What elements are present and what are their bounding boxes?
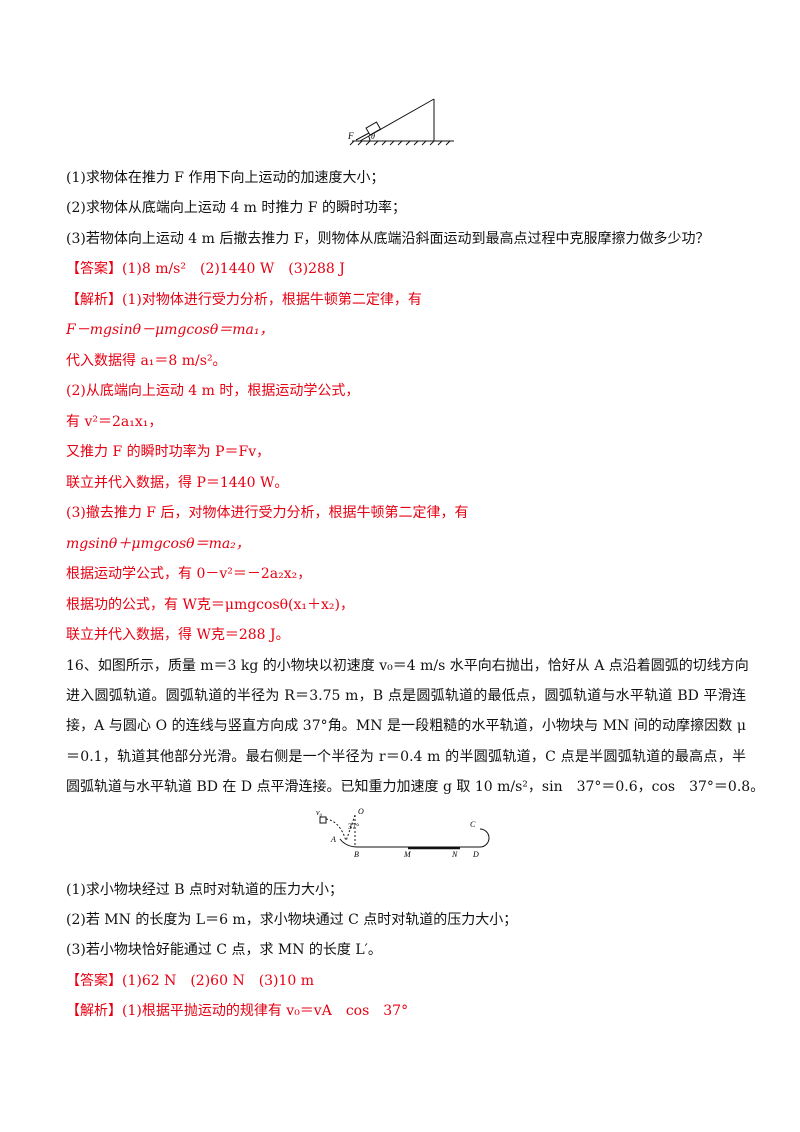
q16-part2: (2)若 MN 的长度为 L＝6 m，求小物块通过 C 点时对轨道的压力大小； bbox=[66, 912, 518, 928]
semicircle-CD bbox=[479, 828, 490, 848]
force-arrow bbox=[355, 132, 370, 141]
q16-stem-line: 16、如图所示，质量 m＝3 kg 的小物块以初速度 v₀＝4 m/s 水平向右… bbox=[66, 658, 749, 674]
label-theta: θ bbox=[371, 132, 375, 141]
q16-stem-line: ＝0.1，轨道其他部分光滑。最右侧是一个半径为 r＝0.4 m 的半圆弧轨道，C… bbox=[66, 749, 746, 765]
q15-analysis-line: 联立并代入数据，得 P＝1440 W。 bbox=[66, 475, 289, 491]
q16-part1: (1)求小物块经过 B 点时对轨道的压力大小； bbox=[66, 882, 344, 898]
q15-analysis-line: 根据运动学公式，有 0－v²＝－2a₂x₂， bbox=[66, 566, 312, 582]
q15-analysis-line: 又推力 F 的瞬时功率为 P＝Fv， bbox=[66, 444, 271, 460]
arc-AB bbox=[339, 838, 359, 848]
q16-stem-line: 圆弧轨道与水平轨道 BD 在 D 点平滑连接。已知重力加速度 g 取 10 m/… bbox=[66, 779, 765, 795]
q15-analysis-line: 根据功的公式，有 W克＝μmgcosθ(x₁＋x₂)， bbox=[66, 597, 354, 613]
q15-part3: (3)若物体向上运动 4 m 后撤去推力 F，则物体从底端沿斜面运动到最高点过程… bbox=[66, 231, 710, 247]
label-F: F bbox=[347, 131, 354, 141]
incline-figure: F θ bbox=[347, 98, 454, 146]
q15-analysis-line: 有 v²＝2a₁x₁， bbox=[66, 414, 163, 430]
label-v0: v₀ bbox=[316, 808, 323, 817]
radius-OA bbox=[345, 814, 356, 842]
hatching bbox=[349, 140, 451, 146]
q15-analysis-line: (3)撤去推力 F 后，对物体进行受力分析，根据牛顿第二定律，有 bbox=[66, 505, 469, 521]
trajectory bbox=[325, 818, 347, 842]
angle-arc bbox=[368, 136, 371, 142]
q15-analysis-line: F－mgsinθ－μmgcosθ＝ma₁， bbox=[66, 322, 274, 338]
label-B: B bbox=[354, 850, 359, 859]
track-figure: v₀ O 37° A B M N C D bbox=[316, 807, 490, 859]
q15-analysis-line: 【解析】(1)对物体进行受力分析，根据牛顿第二定律，有 bbox=[66, 292, 422, 308]
q15-part2: (2)求物体从底端向上运动 4 m 时推力 F 的瞬时功率； bbox=[66, 200, 406, 216]
q16-answer: 【答案】(1)62 N (2)60 N (3)10 m bbox=[66, 973, 315, 989]
q15-analysis-line: 代入数据得 a₁＝8 m/s²。 bbox=[66, 353, 227, 369]
q16-stem-line: 进入圆弧轨道。圆弧轨道的半径为 R＝3.75 m，B 点是圆弧轨道的最低点，圆弧… bbox=[66, 688, 746, 704]
label-C: C bbox=[470, 820, 476, 829]
q15-analysis-line: mgsinθ＋μmgcosθ＝ma₂， bbox=[66, 536, 250, 552]
q15-analysis-line: 联立并代入数据，得 W克＝288 J。 bbox=[66, 627, 290, 643]
q15-part1: (1)求物体在推力 F 作用下向上运动的加速度大小； bbox=[66, 170, 385, 186]
q16-analysis-line: 【解析】(1)根据平抛运动的规律有 v₀＝vA cos 37° bbox=[66, 1003, 409, 1019]
label-angle: 37° bbox=[348, 822, 359, 831]
block bbox=[365, 121, 382, 136]
label-O: O bbox=[358, 807, 364, 816]
q15-answer: 【答案】(1)8 m/s² (2)1440 W (3)288 J bbox=[66, 261, 345, 277]
q15-analysis-line: (2)从底端向上运动 4 m 时，根据运动学公式， bbox=[66, 383, 360, 399]
label-M: M bbox=[403, 850, 412, 859]
launch-block bbox=[319, 816, 327, 824]
label-N: N bbox=[451, 850, 458, 859]
label-A: A bbox=[330, 835, 336, 844]
q16-part3: (3)若小物块恰好能通过 C 点，求 MN 的长度 L′。 bbox=[66, 942, 382, 958]
q16-stem-line: 接，A 与圆心 O 的连线与竖直方向成 37°角。MN 是一段粗糙的水平轨道，小… bbox=[66, 718, 746, 734]
label-D: D bbox=[472, 850, 479, 859]
